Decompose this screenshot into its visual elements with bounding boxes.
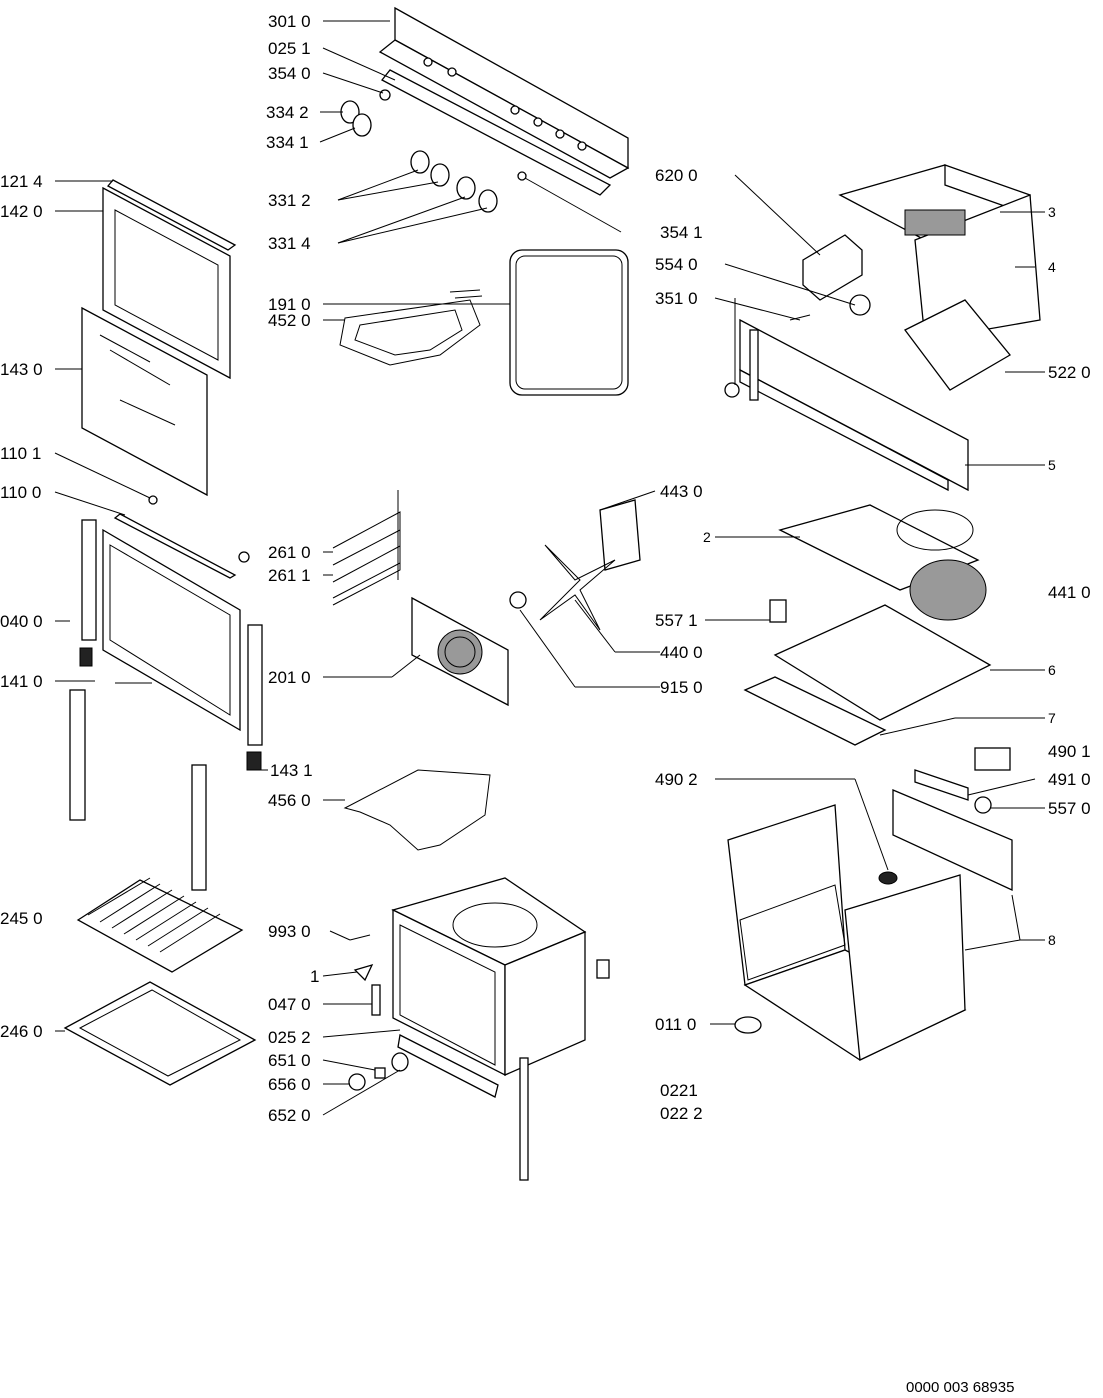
label-656-0: 656 0 — [268, 1075, 311, 1094]
baking-tray-part — [63, 981, 257, 1086]
label-142-0: 142 0 — [0, 202, 43, 221]
label-141-0: 141 0 — [0, 672, 43, 691]
control-module-part — [724, 234, 871, 398]
label-557-1: 557 1 — [655, 611, 698, 630]
label-620-0: 620 0 — [655, 166, 698, 185]
label-8: 8 — [1048, 932, 1056, 948]
label-3: 3 — [1048, 204, 1056, 220]
label-441-0: 441 0 — [1048, 583, 1091, 602]
outer-door-frame-part — [102, 179, 237, 380]
label-915-0: 915 0 — [660, 678, 703, 697]
door-hinges-part — [69, 519, 263, 891]
label-143-0: 143 0 — [0, 360, 43, 379]
small-fasteners-part — [348, 934, 409, 1091]
label-245-0: 245 0 — [0, 909, 43, 928]
label-191-0: 191 0 — [268, 295, 311, 314]
top-heating-element-part — [339, 289, 483, 366]
label-143-1: 143 1 — [270, 761, 313, 780]
label-334-1: 334 1 — [266, 133, 309, 152]
label-490-2: 490 2 — [655, 770, 698, 789]
top-vent-hood-part — [838, 164, 1041, 391]
knobs-part — [340, 100, 498, 213]
label-354-0: 354 0 — [268, 64, 311, 83]
label-246-0: 246 0 — [0, 1022, 43, 1041]
label-554-0: 554 0 — [655, 255, 698, 274]
label-491-0: 491 0 — [1048, 770, 1091, 789]
label-047-0: 047 0 — [268, 995, 311, 1014]
label-440-0: 440 0 — [660, 643, 703, 662]
label-110-0: 110 0 — [0, 483, 41, 502]
wire-shelf-part — [76, 877, 244, 973]
outer-casing-part — [727, 747, 1013, 1061]
label-022-2: 022 2 — [660, 1104, 703, 1123]
label-201-0: 201 0 — [268, 668, 311, 687]
cooling-fan-part — [509, 499, 641, 631]
label-261-0: 261 0 — [268, 543, 311, 562]
cover-plates-part — [743, 599, 992, 746]
label-4: 4 — [1048, 259, 1056, 275]
fan-housing-part — [778, 504, 987, 621]
rear-frame-part — [739, 318, 969, 492]
label-025-2: 025 2 — [268, 1028, 311, 1047]
label-522-0: 522 0 — [1048, 363, 1091, 382]
label-651-0: 651 0 — [268, 1051, 311, 1070]
label-301-0: 301 0 — [268, 12, 311, 31]
oven-cavity-part — [391, 877, 610, 1181]
label-351-0: 351 0 — [655, 289, 698, 308]
label-652-0: 652 0 — [268, 1106, 311, 1125]
label-993-0: 993 0 — [268, 922, 311, 941]
side-rails-part — [332, 490, 401, 606]
label-110-1: 110 1 — [0, 444, 41, 463]
label-443-0: 443 0 — [660, 482, 703, 501]
label-1: 1 — [310, 967, 319, 986]
drawing-number: 0000 003 68935 — [906, 1379, 1014, 1396]
label-331-2: 331 2 — [268, 191, 311, 210]
label-011-0: 011 0 — [655, 1015, 696, 1034]
label-456-0: 456 0 — [268, 791, 311, 810]
label-452-0: 452 0 — [268, 311, 311, 330]
label-331-4: 331 4 — [268, 234, 311, 253]
part-labels: 301 0 025 1 354 0 334 2 334 1 331 2 331 … — [0, 12, 1091, 1125]
door-glass-part — [81, 306, 208, 497]
label-5: 5 — [1048, 457, 1056, 473]
control-panel-part — [378, 6, 630, 196]
label-557-0: 557 0 — [1048, 799, 1091, 818]
grill-element-part — [343, 769, 491, 851]
label-334-2: 334 2 — [266, 103, 309, 122]
inner-door-glass-part — [102, 495, 250, 732]
label-2: 2 — [703, 529, 711, 545]
label-121-4: 121 4 — [0, 172, 43, 191]
leader-lines — [54, 20, 1045, 1116]
label-0221: 0221 — [660, 1081, 698, 1100]
label-025-1: 025 1 — [268, 39, 311, 58]
label-354-1: 354 1 — [660, 223, 703, 242]
label-261-1: 261 1 — [268, 566, 311, 585]
oven-gasket-part — [509, 249, 629, 396]
label-490-1: 490 1 — [1048, 742, 1091, 761]
label-6: 6 — [1048, 662, 1056, 678]
fan-cover-part — [411, 596, 509, 707]
label-7: 7 — [1048, 710, 1056, 726]
label-040-0: 040 0 — [0, 612, 43, 631]
